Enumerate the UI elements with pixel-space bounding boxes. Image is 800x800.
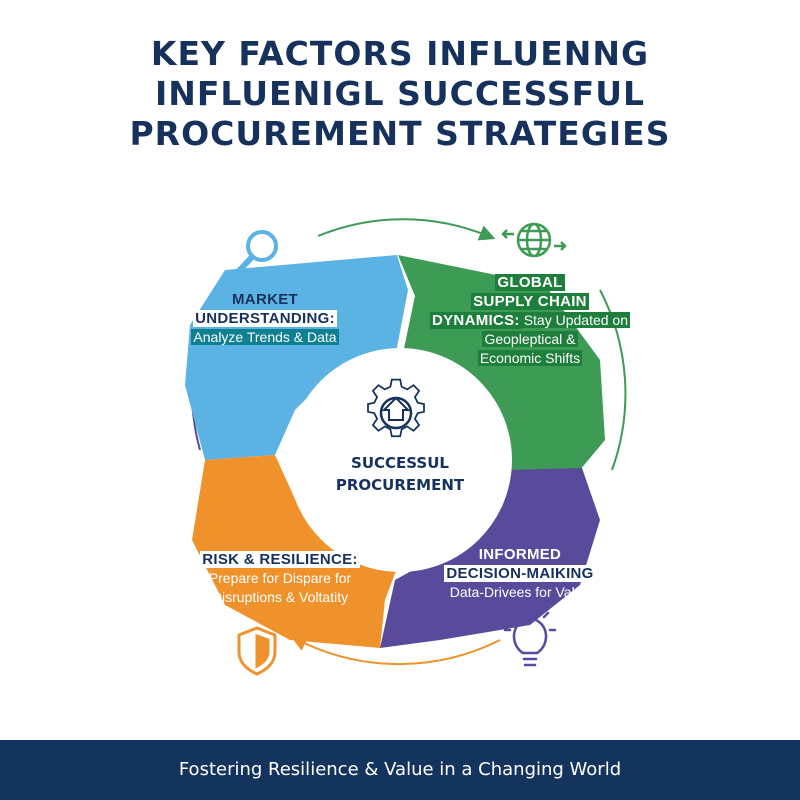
global-heading-3: DYNAMICS:: [430, 312, 522, 329]
footer-text: Fostering Resilience & Value in a Changi…: [178, 759, 622, 780]
segment-market: [185, 255, 408, 460]
center-circle: [290, 350, 510, 570]
center-label: SUCCESSUL PROCUREMENT: [300, 452, 500, 496]
title-line-1: KEY FACTORS INFLUENNG: [150, 34, 650, 73]
title-line-3: PROCUREMENT STRATEGIES: [129, 114, 671, 153]
magnifier-icon: [233, 230, 278, 277]
market-body-1: Analyze Trends & Data: [191, 329, 339, 345]
market-heading-1: MARKET: [232, 291, 298, 308]
global-body-1: Stay Updated on: [521, 312, 630, 328]
global-body-3: Economic Shifts: [477, 350, 583, 366]
informed-heading-2: DECISION-MAIKING: [444, 565, 596, 582]
segment-informed-text: INFORMED DECISION-MAIKING Data-Drivees f…: [420, 545, 620, 602]
informed-heading-1: INFORMED: [478, 546, 562, 563]
segment-market-text: MARKET UNDERSTANDING: Analyze Trends & D…: [180, 290, 350, 347]
risk-body-2: Disruptions & Voltatity: [211, 589, 349, 605]
outer-ring-top-arc: [317, 218, 496, 241]
global-heading-2: SUPPLY CHAIN: [471, 293, 589, 310]
lightbulb-icon: [503, 603, 557, 667]
center-line-2: PROCUREMENT: [335, 476, 465, 494]
outer-ring-right-arc: [599, 289, 627, 471]
gear-arrow-up-icon: [367, 378, 425, 438]
global-body-2: Geopleptical &: [482, 331, 578, 347]
center-line-1: SUCCESSUL: [351, 454, 449, 472]
shield-icon: [237, 626, 277, 676]
segment-risk-text: RISK & RESILIENCE: Prepare for Dispare f…: [190, 550, 370, 607]
risk-body-1: Prepare for Dispare for: [208, 570, 352, 586]
footer-banner: Fostering Resilience & Value in a Changi…: [0, 740, 800, 800]
global-heading-1: GLOBAL: [495, 274, 565, 291]
segment-global-text: GLOBAL SUPPLY CHAIN DYNAMICS:Stay Update…: [420, 273, 640, 368]
informed-body-1: Data-Drivees for Value: [449, 584, 591, 600]
title-line-2: INFLUENIGL SUCCESSFUL: [154, 74, 646, 113]
risk-heading-1: RISK & RESILIENCE:: [200, 551, 360, 568]
globe-arrows-icon: [501, 222, 567, 258]
page-title: KEY FACTORS INFLUENNG INFLUENIGL SUCCESS…: [0, 34, 800, 154]
outer-ring-bottom-arc: [290, 636, 501, 665]
market-heading-2: UNDERSTANDING:: [193, 310, 337, 327]
segment-informed: [380, 468, 600, 648]
